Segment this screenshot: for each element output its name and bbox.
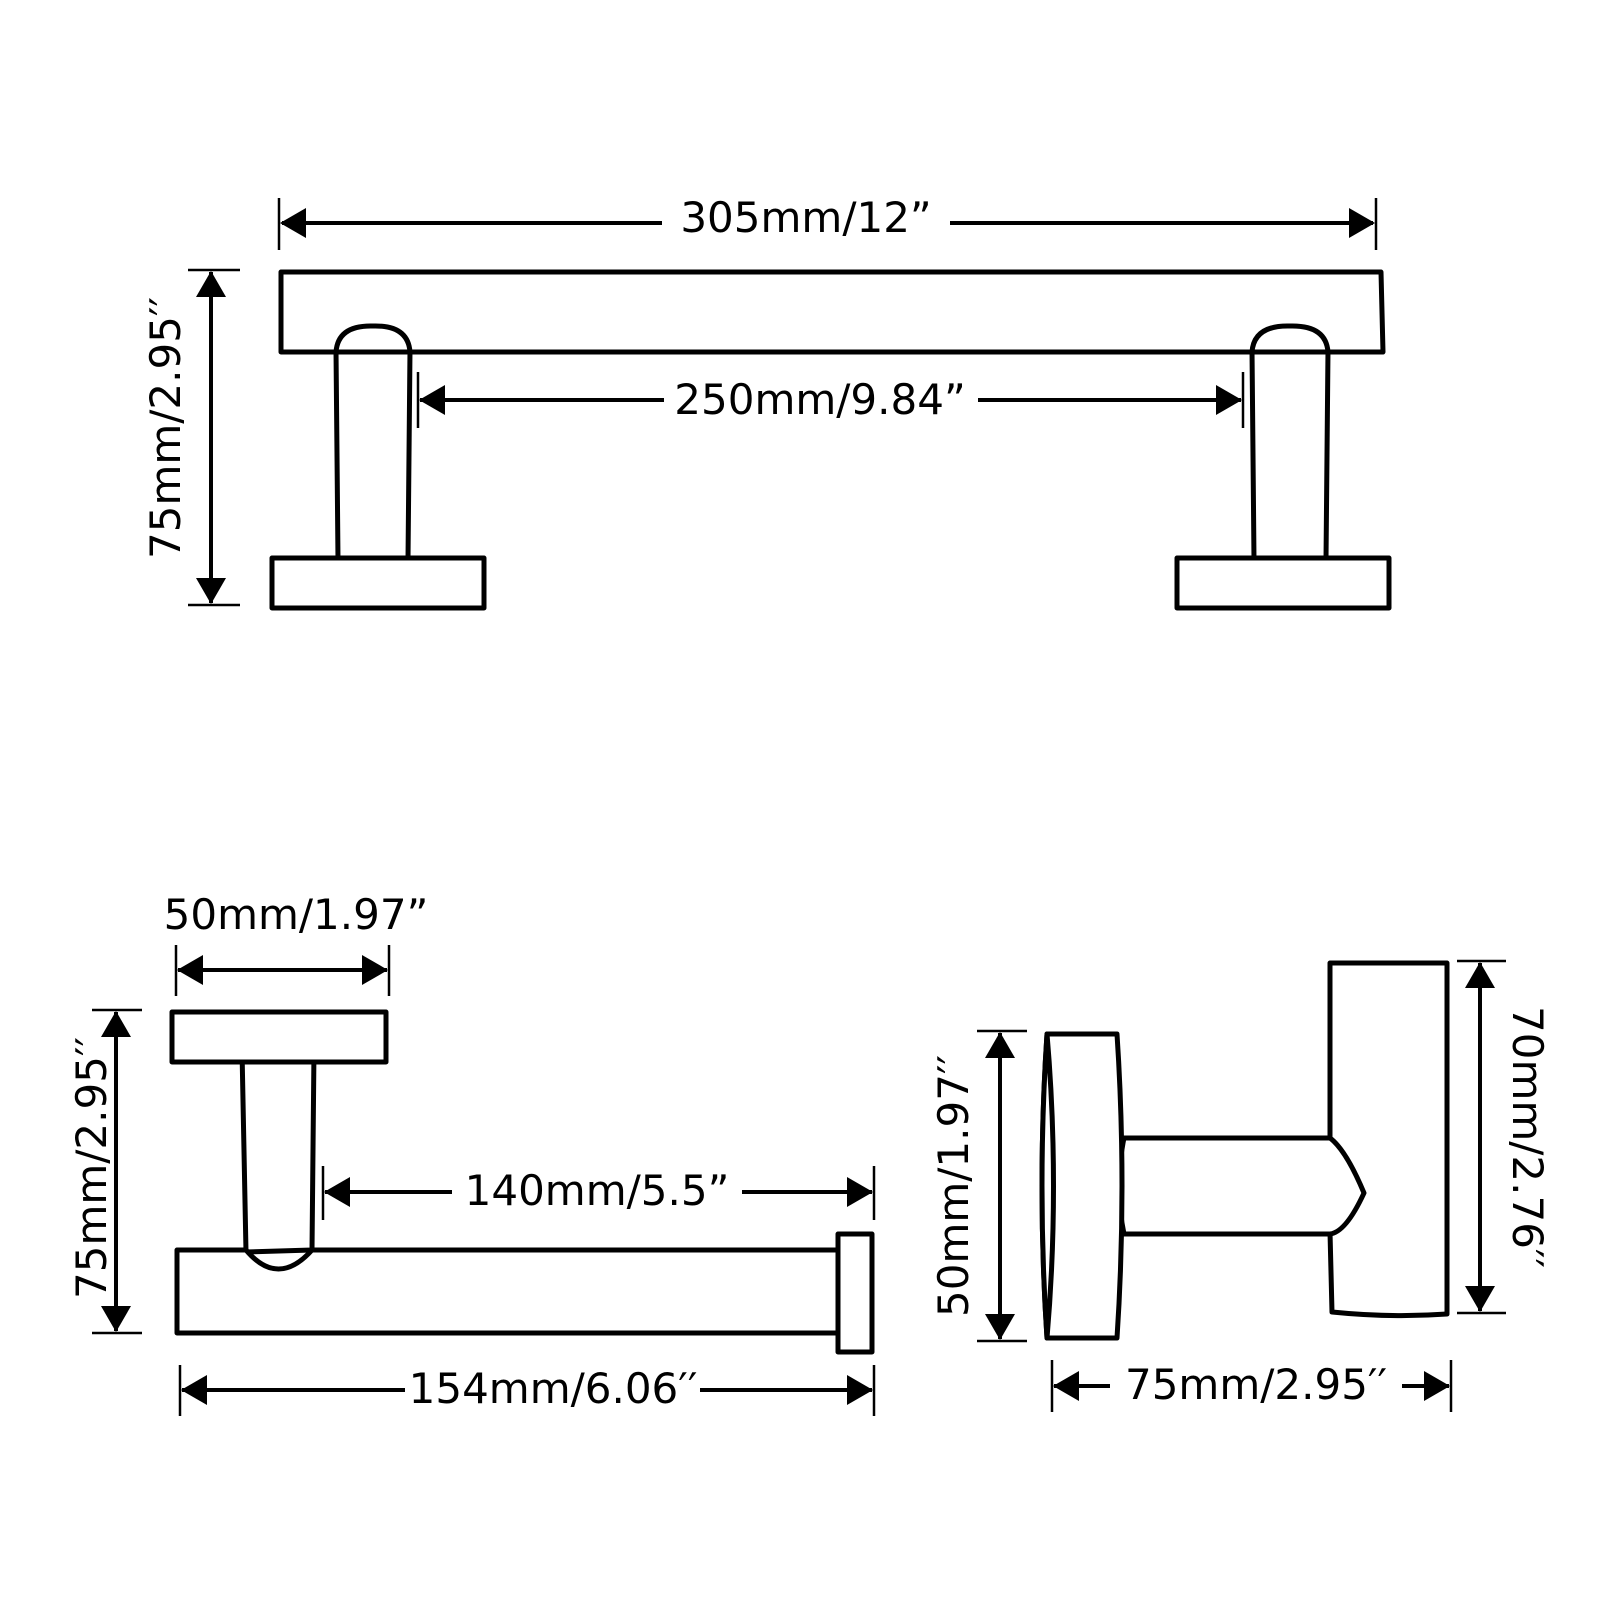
paper-holder-drawing: 50mm/1.97” 75mm/2.95′′ 140mm/5.5” 154mm/… bbox=[67, 890, 876, 1416]
robe-hook-base-diameter-label: 50mm/1.97′′ bbox=[929, 1055, 978, 1317]
robe-hook-depth-label: 75mm/2.95′′ bbox=[1125, 1360, 1387, 1409]
robe-hook-height-label: 70mm/2.76′′ bbox=[1503, 1006, 1552, 1268]
paper-holder-arm bbox=[174, 1247, 843, 1336]
towel-bar-spacing-label: 250mm/9.84” bbox=[674, 375, 965, 424]
paper-holder-arm-length-label: 140mm/5.5” bbox=[465, 1166, 730, 1215]
towel-bar-length-label: 305mm/12” bbox=[680, 193, 931, 242]
towel-bar-drawing: 305mm/12” 250mm/9.84” 75mm/2.95′′ bbox=[141, 193, 1392, 611]
towel-bar-rail bbox=[278, 269, 1386, 355]
robe-hook-post bbox=[1327, 960, 1450, 1319]
robe-hook-base-rim bbox=[1039, 1031, 1056, 1341]
paper-holder-base-width-label: 50mm/1.97” bbox=[164, 890, 429, 939]
paper-holder-end-cap bbox=[835, 1231, 875, 1355]
towel-bar-right-post-cap bbox=[1249, 323, 1331, 355]
paper-holder-height-label: 75mm/2.95′′ bbox=[67, 1037, 116, 1299]
paper-holder-overall-length-label: 154mm/6.06′′ bbox=[409, 1364, 698, 1413]
towel-bar-height-label: 75mm/2.95′′ bbox=[141, 297, 190, 559]
towel-bar-left-post bbox=[333, 325, 413, 563]
towel-bar-right-base bbox=[1174, 555, 1392, 611]
paper-holder-post bbox=[239, 1047, 317, 1255]
towel-bar-right-post bbox=[1249, 325, 1331, 563]
towel-bar-left-base bbox=[269, 555, 487, 611]
robe-hook-drawing: 50mm/1.97′′ 70mm/2.76′′ 75mm/2.95′′ bbox=[929, 959, 1552, 1412]
robe-hook-arm bbox=[1116, 1135, 1367, 1237]
paper-holder-base bbox=[169, 1009, 389, 1065]
towel-bar-left-post-cap bbox=[333, 323, 413, 355]
